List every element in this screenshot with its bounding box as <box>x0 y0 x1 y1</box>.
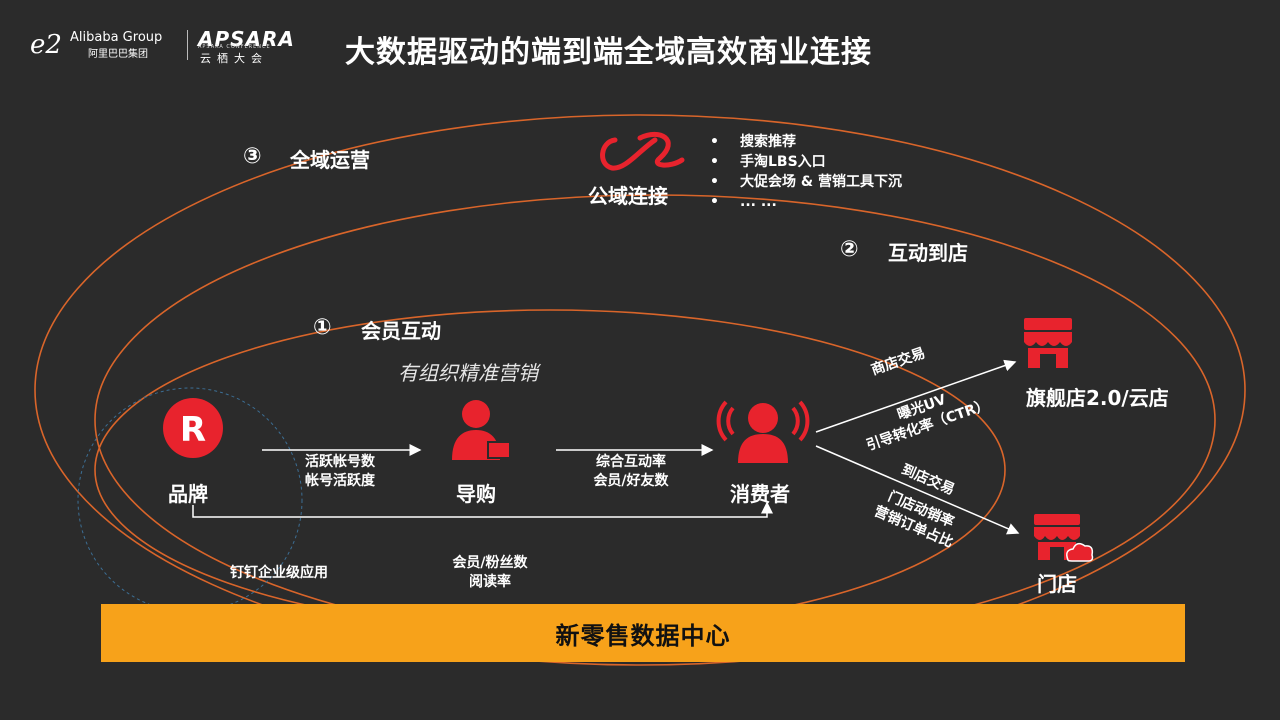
alibaba-logo-icon: e2 <box>30 30 62 60</box>
organized-marketing-note: 有组织精准营销 <box>398 361 538 385</box>
section-2-label: 互动到店 <box>888 241 968 265</box>
alibaba-public-logo-icon <box>600 131 685 171</box>
node-store-label: 门店 <box>1037 572 1077 596</box>
guide-person-icon <box>452 400 511 460</box>
metric-text: 活跃帐号数 <box>305 454 375 470</box>
list-item: ... ... <box>710 192 902 212</box>
arrow-to-store <box>815 445 1020 535</box>
arrow-to-flagship <box>815 359 1017 433</box>
store-cloud-icon <box>1034 514 1094 562</box>
metric-text: 会员/好友数 <box>593 473 669 489</box>
public-domain-label: 公域连接 <box>588 184 668 208</box>
section-3-label: 全域运营 <box>290 148 370 172</box>
list-item: 手淘LBS入口 <box>710 152 902 172</box>
section-3-number: ③ <box>243 144 262 169</box>
flagship-store-icon <box>1024 318 1072 368</box>
list-item: 大促会场 & 营销工具下沉 <box>710 172 902 192</box>
node-consumer-label: 消费者 <box>730 482 790 506</box>
member-metrics-note: 会员/粉丝数 阅读率 <box>440 554 540 592</box>
metric-text: 帐号活跃度 <box>305 473 375 489</box>
node-guide-label: 导购 <box>456 482 496 506</box>
apsara-subtitle: APSARA CONFERENCE <box>198 44 271 50</box>
list-item: 搜索推荐 <box>710 132 902 152</box>
public-domain-list: 搜索推荐 手淘LBS入口 大促会场 & 营销工具下沉 ... ... <box>710 132 902 212</box>
arrow-brand-consumer-return <box>192 501 773 518</box>
orbit-outer <box>34 114 1246 666</box>
metric-text: 会员/粉丝数 <box>452 555 528 571</box>
brand-name-cn: 阿里巴巴集团 <box>88 49 148 60</box>
section-1-number: ① <box>313 315 332 340</box>
apsara-name-cn: 云栖大会 <box>200 52 268 65</box>
node-flagship-label: 旗舰店2.0/云店 <box>1026 386 1169 410</box>
edge-brand-guide-metrics: 活跃帐号数 帐号活跃度 <box>290 453 390 491</box>
metric-text: 阅读率 <box>469 574 511 590</box>
data-center-bar: 新零售数据中心 <box>101 604 1185 662</box>
apsara-logo: APSARA <box>198 27 295 51</box>
dingtalk-note: 钉钉企业级应用 <box>230 565 328 581</box>
consumer-person-icon <box>716 400 810 463</box>
node-brand-label: 品牌 <box>168 482 208 506</box>
brand-name: Alibaba Group <box>70 30 163 45</box>
section-1-label: 会员互动 <box>361 319 441 343</box>
svg-text:R: R <box>180 410 206 450</box>
section-2-number: ② <box>840 237 859 262</box>
metric-text: 综合互动率 <box>596 454 666 470</box>
page-title: 大数据驱动的端到端全域高效商业连接 <box>345 35 872 70</box>
brand-icon: R <box>163 398 223 458</box>
header-divider <box>187 30 188 60</box>
edge-guide-consumer-metrics: 综合互动率 会员/好友数 <box>576 453 686 491</box>
